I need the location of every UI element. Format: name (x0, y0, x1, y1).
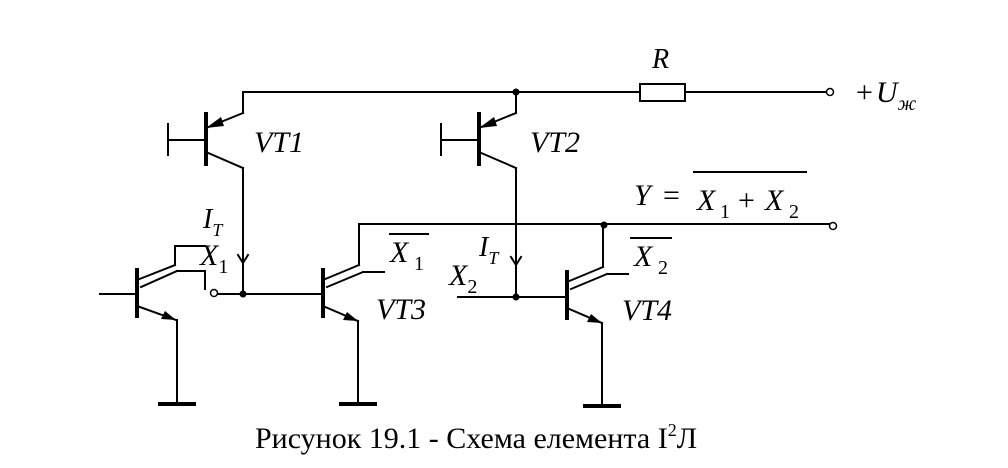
output-equation: Y = X 1 + X 2 (634, 171, 807, 223)
vt2-label: VT2 (530, 126, 580, 159)
svg-text:2: 2 (789, 201, 799, 223)
supply-terminal (825, 87, 835, 97)
output-terminal (828, 221, 838, 231)
vt3-label: VT3 (376, 293, 426, 326)
vt1-junction-dot (239, 290, 247, 298)
current-arrow-1 (236, 253, 250, 265)
svg-text:X: X (389, 236, 410, 269)
current-arrow-2 (509, 255, 523, 267)
inverted-x2-label: X 2 (630, 237, 672, 279)
svg-text:X: X (696, 184, 717, 217)
transistor-vt4 (565, 224, 629, 408)
svg-text:Y: Y (634, 179, 654, 212)
supply-label: +Uж (856, 76, 917, 115)
vt4-label: VT4 (622, 294, 672, 327)
figure-caption: Рисунок 19.1 - Схема елемента I2Л (255, 420, 697, 455)
svg-text:1: 1 (414, 253, 424, 275)
vt2-junction-dot (512, 293, 520, 301)
input-x2-label: X2 (448, 259, 477, 298)
svg-text:2: 2 (658, 257, 668, 279)
svg-text:+: + (738, 184, 755, 217)
vt1-label: VT1 (254, 126, 304, 159)
resistor-label: R (651, 44, 669, 75)
svg-text:X: X (633, 240, 654, 273)
current-label-2: IT (478, 232, 500, 268)
transistor-vt2 (440, 91, 518, 297)
transistor-vt1 (167, 91, 245, 295)
input-x1-label: X1 (199, 239, 228, 278)
svg-text:1: 1 (720, 201, 730, 223)
transistor-input-x1 (99, 245, 219, 406)
svg-text:=: = (663, 179, 680, 212)
current-label-1: IT (202, 204, 224, 240)
resistor-r (639, 83, 686, 102)
svg-text:X: X (764, 184, 785, 217)
inverted-x1-label: X 1 (389, 233, 429, 275)
transistor-vt3 (321, 223, 385, 406)
